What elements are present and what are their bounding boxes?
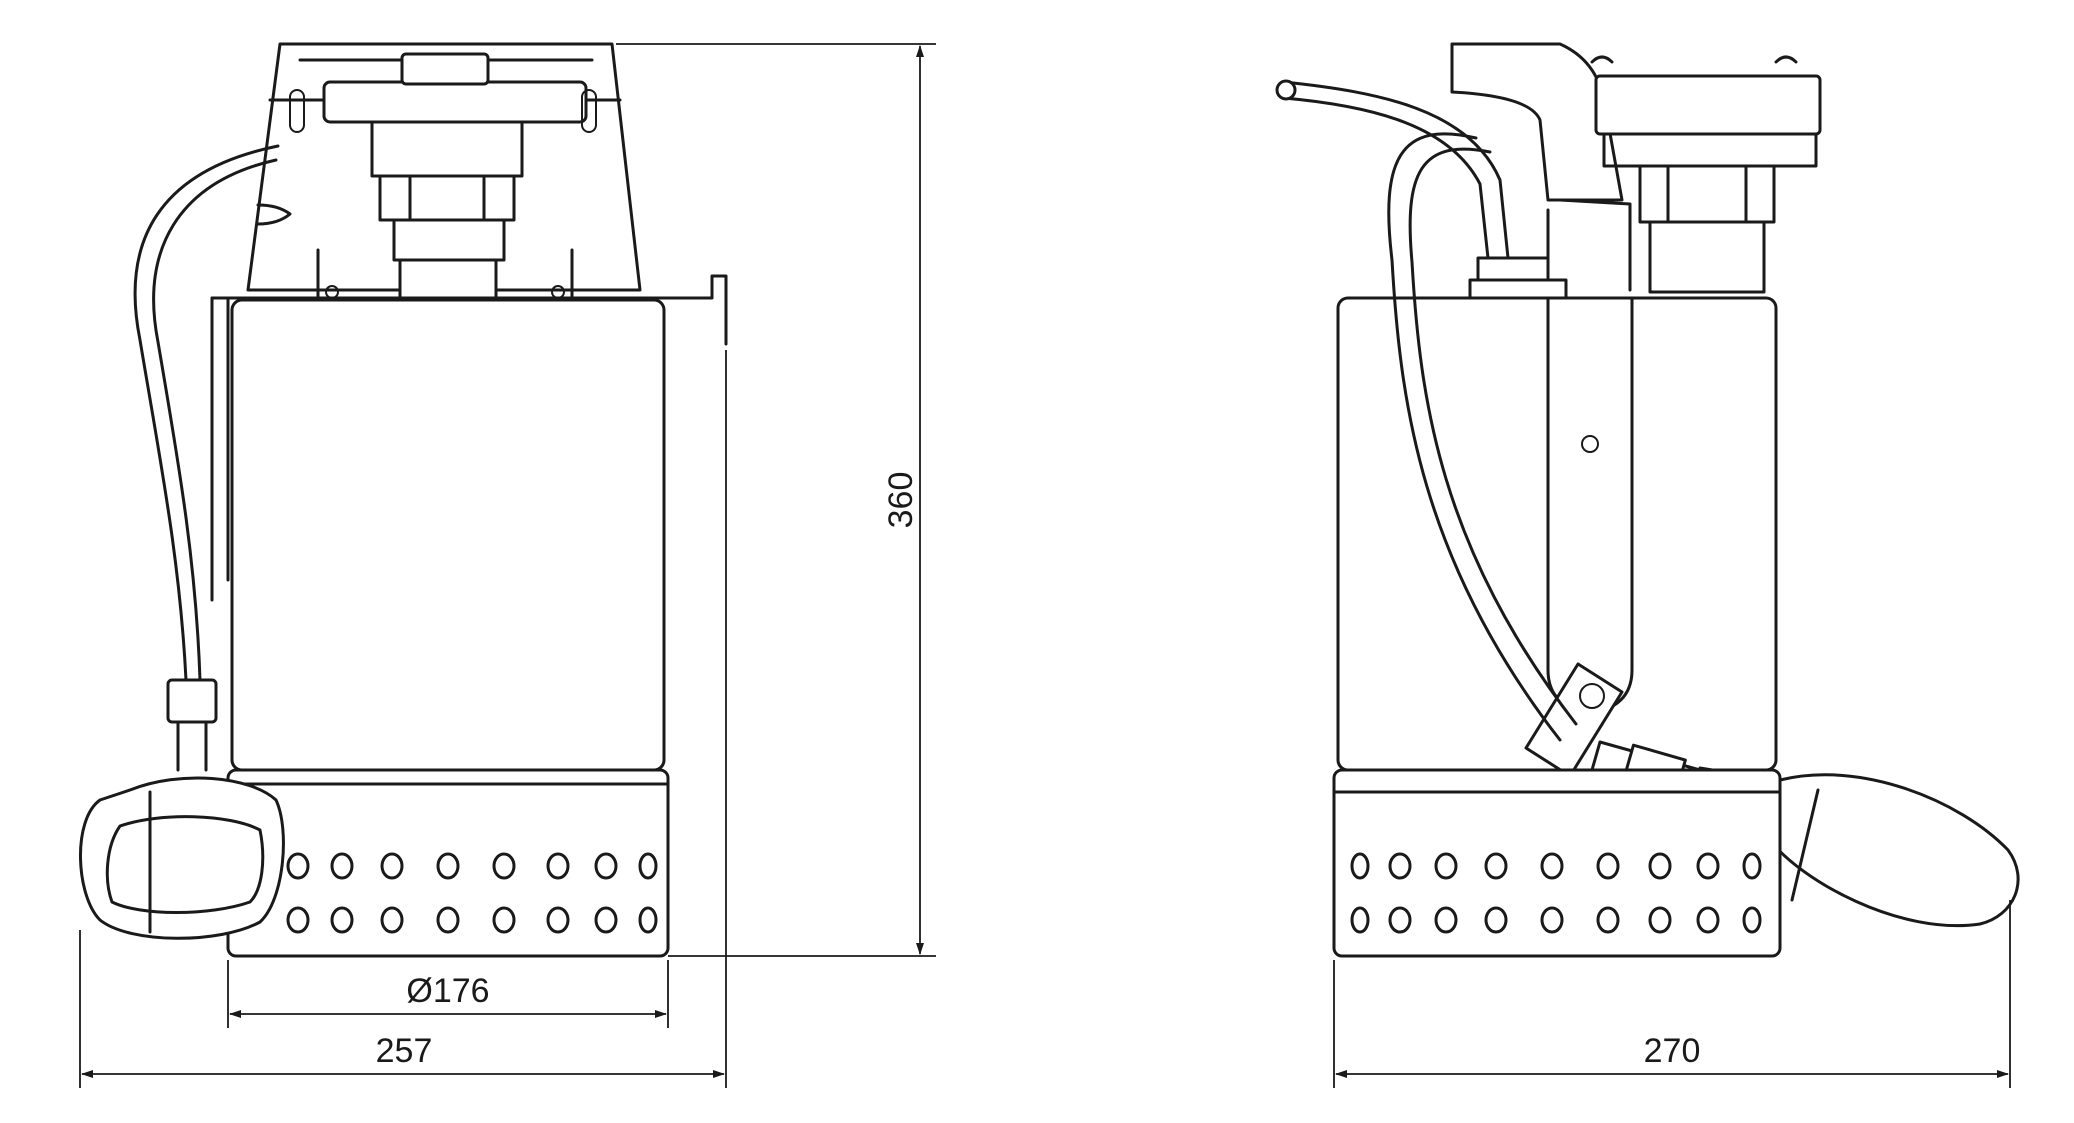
base-diameter-label: Ø176 <box>406 972 489 1010</box>
strainer-holes-front <box>286 852 658 934</box>
dimension-labels: 360 Ø176 257 270 <box>376 472 1701 1070</box>
side-width-label: 270 <box>1644 1032 1701 1070</box>
front-view <box>79 42 728 958</box>
dimension-lines <box>79 43 2011 1088</box>
side-view <box>1275 42 2020 958</box>
height-dimension-label: 360 <box>882 472 920 529</box>
front-width-label: 257 <box>376 1032 433 1070</box>
strainer-holes-side <box>1350 852 1762 934</box>
